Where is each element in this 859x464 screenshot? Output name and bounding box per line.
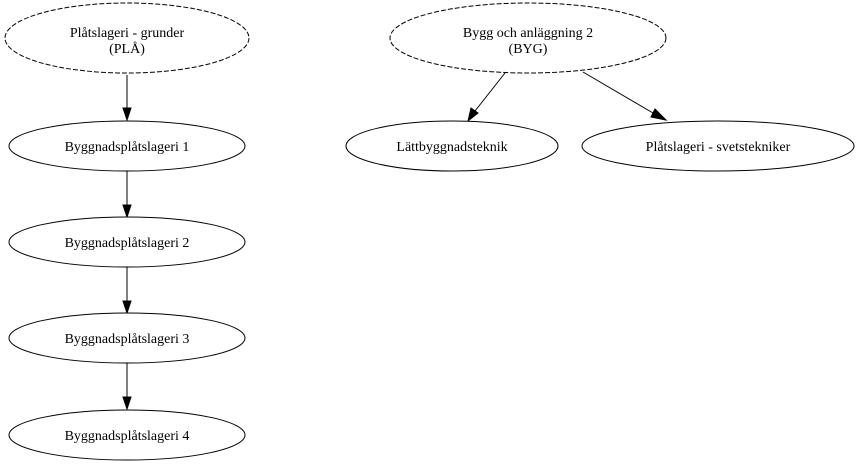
node-pla-label-line1: Plåtslageri - grunder [70,26,185,41]
node-latt: Lättbyggnadsteknik [345,120,559,172]
node-latt-ellipse [345,120,559,172]
node-byg: Bygg och anläggning 2 (BYG) [389,2,667,74]
edge-bp3-to-bp4 [122,363,132,411]
node-svets-label: Plåtslageri - svetstekniker [646,140,791,155]
node-pla-ellipse [4,2,250,74]
node-bp2-label: Byggnadsplåtslageri 2 [65,236,190,251]
node-bp2-ellipse [8,216,246,268]
node-bp2: Byggnadsplåtslageri 2 [8,216,246,268]
node-svets-ellipse [581,120,855,172]
node-bp3: Byggnadsplåtslageri 3 [8,312,246,364]
edge-byg-to-svets [582,71,668,121]
edge-byg-to-latt [467,72,506,123]
node-bp4-label: Byggnadsplåtslageri 4 [65,429,190,444]
node-byg-label-line1: Bygg och anläggning 2 [463,26,593,41]
node-bp3-ellipse [8,312,246,364]
node-bp4: Byggnadsplåtslageri 4 [8,409,246,461]
node-svets: Plåtslageri - svetstekniker [581,120,855,172]
node-latt-label: Lättbyggnadsteknik [396,140,507,155]
edge-bp2-to-bp3 [122,267,132,315]
node-bp1-ellipse [8,120,246,172]
edge-pla-to-bp1 [122,75,132,122]
node-bp4-ellipse [8,409,246,461]
edge-bp1-to-bp2 [122,171,132,219]
node-bp3-label: Byggnadsplåtslageri 3 [65,332,190,347]
node-pla-label-line2: (PLÅ) [109,41,145,57]
node-byg-label-line2: (BYG) [509,42,548,57]
node-byg-ellipse [389,2,667,74]
node-pla: Plåtslageri - grunder (PLÅ) [4,2,250,74]
node-bp1-label: Byggnadsplåtslageri 1 [65,140,190,155]
node-bp1: Byggnadsplåtslageri 1 [8,120,246,172]
